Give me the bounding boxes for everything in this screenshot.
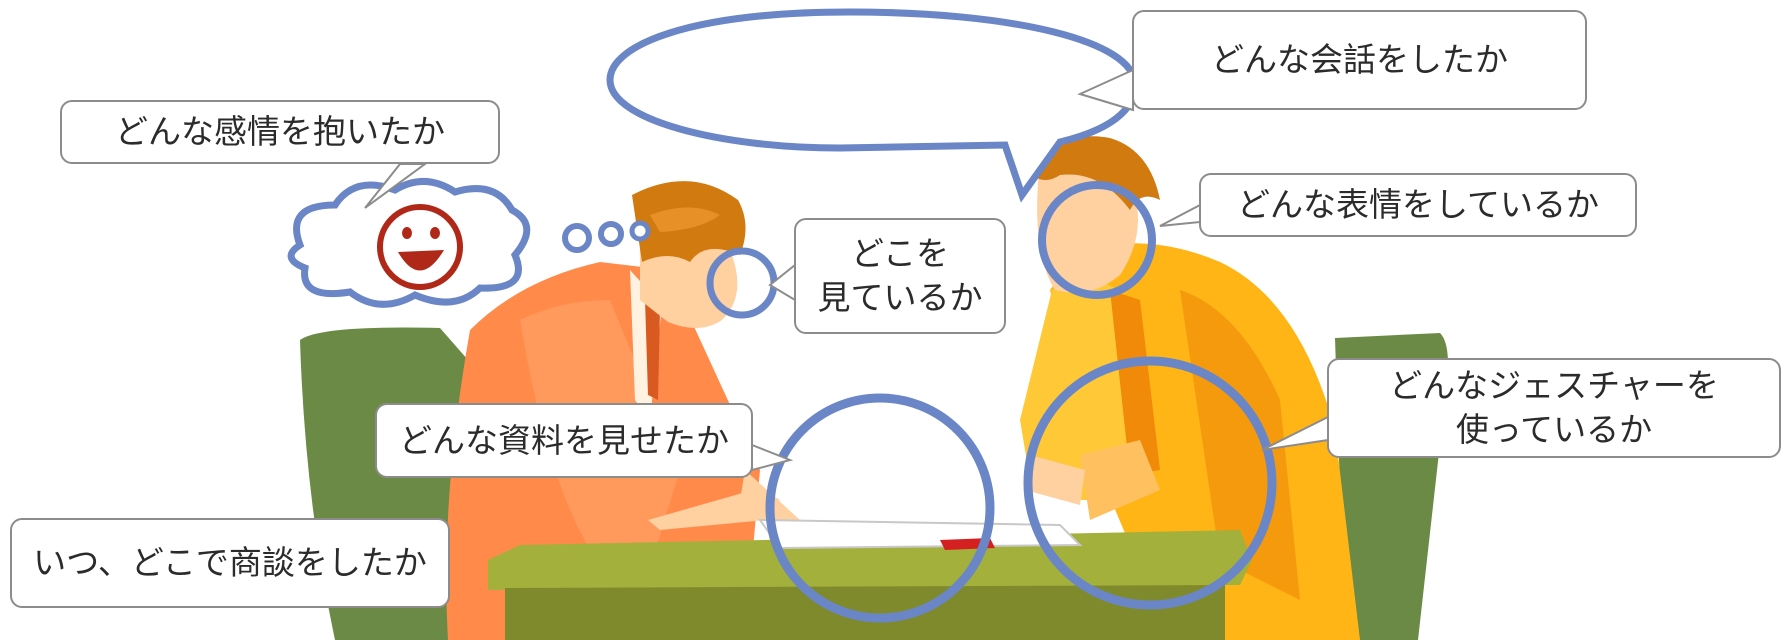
callout-emotion: どんな感情を抱いたか xyxy=(60,100,500,164)
callout-gesture: どんなジェスチャーを 使っているか xyxy=(1327,358,1781,458)
thought-dot xyxy=(629,220,651,242)
smiley-face-icon xyxy=(377,204,463,290)
callout-conversation: どんな会話をしたか xyxy=(1132,10,1587,110)
speech-bubble xyxy=(606,8,1139,203)
gesture-highlight-circle xyxy=(1023,356,1277,610)
right-businessman xyxy=(1020,136,1360,640)
callout-expression: どんな表情をしているか xyxy=(1199,173,1637,237)
thought-dot xyxy=(598,221,624,247)
callout-when-where: いつ、どこで商談をしたか xyxy=(10,518,450,608)
callout-materials: どんな資料を見せたか xyxy=(375,403,753,478)
callout-tails xyxy=(364,68,1329,472)
expression-highlight-circle xyxy=(1038,181,1156,299)
materials-highlight-circle xyxy=(765,393,995,623)
callout-gaze: どこを 見ているか xyxy=(794,218,1006,334)
thought-dot xyxy=(562,223,592,253)
